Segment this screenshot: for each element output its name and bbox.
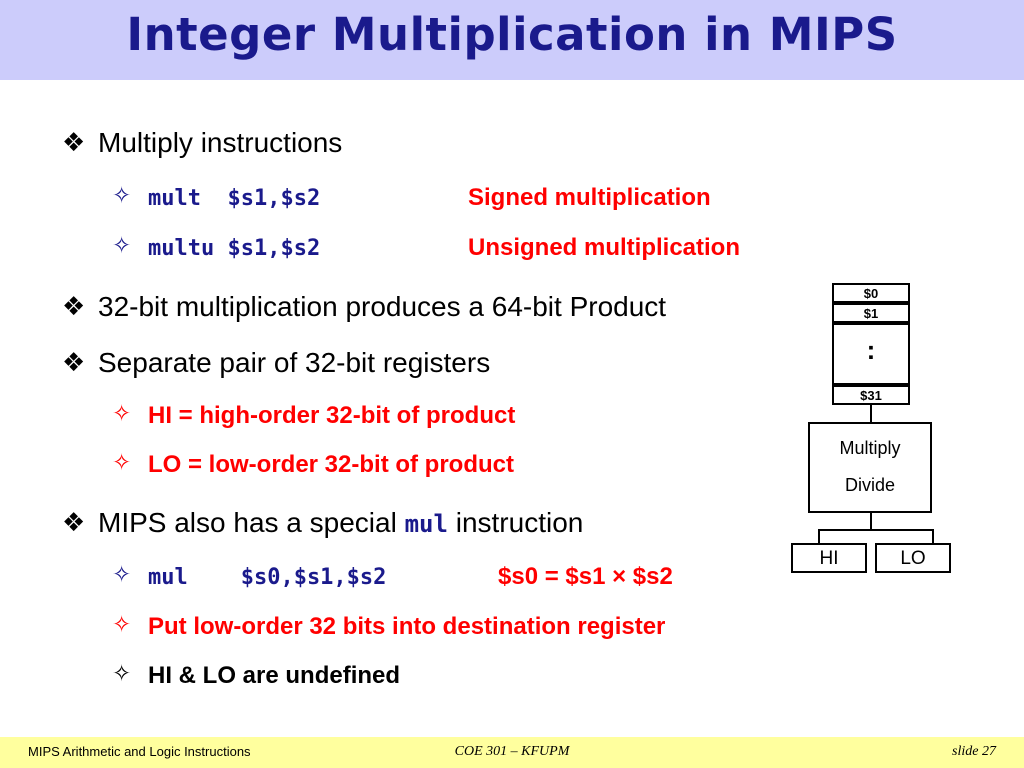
wire-unit-bus (818, 529, 934, 531)
register-cell-r0: $0 (832, 283, 910, 303)
wire-to-hi (818, 529, 820, 543)
diamond-bullet-icon: ❖ (62, 348, 86, 378)
hi-label: HI (819, 548, 839, 569)
open-diamond-bullet-icon: ✧ (112, 233, 132, 259)
register-cell-ellipsis: : (832, 323, 910, 385)
instruction-description: Signed multiplication (468, 184, 711, 211)
bullet-64bit-product: ❖ 32-bit multiplication produces a 64-bi… (62, 290, 822, 324)
list-item-mult: ✧ mult $s1,$s2 Signed multiplication (62, 182, 822, 214)
footer-course: COE 301 – KFUPM (454, 744, 570, 759)
register-label: $31 (860, 388, 882, 403)
bullet-label: Multiply instructions (98, 127, 343, 158)
list-item-mul: ✧ mul $s0,$s1,$s2 $s0 = $s1 × $s2 (62, 561, 822, 593)
open-diamond-bullet-icon: ✧ (112, 612, 132, 638)
list-item-hi-lo-undefined: ✧ HI & LO are undefined (62, 660, 822, 691)
list-item-label: LO = low-order 32-bit of product (148, 451, 514, 478)
list-item-put-low-order: ✧ Put low-order 32 bits into destination… (62, 611, 822, 642)
wire-unit-stem (870, 513, 872, 529)
open-diamond-bullet-icon: ✧ (112, 562, 132, 588)
bullet-label: 32-bit multiplication produces a 64-bit … (98, 291, 667, 322)
bullet-label: Separate pair of 32-bit registers (98, 347, 491, 378)
diamond-bullet-icon: ❖ (62, 508, 86, 538)
slide-body: ❖ Multiply instructions ✧ mult $s1,$s2 Si… (62, 126, 822, 709)
instruction-code: mult $s1,$s2 (148, 186, 321, 211)
bullet-prefix: MIPS also has a special (98, 507, 405, 538)
hi-register-box: HI (791, 543, 867, 573)
list-item-label: HI = high-order 32-bit of product (148, 402, 516, 429)
lo-register-box: LO (875, 543, 951, 573)
bullet-separate-registers: ❖ Separate pair of 32-bit registers (62, 346, 822, 380)
diamond-bullet-icon: ❖ (62, 292, 86, 322)
list-item-lo-register: ✧ LO = low-order 32-bit of product (62, 449, 822, 480)
diamond-bullet-icon: ❖ (62, 128, 86, 158)
slide-footer: MIPS Arithmetic and Logic Instructions C… (0, 737, 1024, 768)
register-multiplier-diagram: $0 $1 : $31 Multiply Divide HI LO (780, 275, 980, 585)
multiply-divide-unit: Multiply Divide (808, 422, 932, 513)
open-diamond-bullet-icon: ✧ (112, 661, 132, 687)
page-title: Integer Multiplication in MIPS (126, 8, 898, 61)
footer-section-title: MIPS Arithmetic and Logic Instructions (28, 744, 251, 759)
bullet-mul-instruction: ❖ MIPS also has a special mul instructio… (62, 506, 822, 541)
wire-to-lo (932, 529, 934, 543)
unit-label-divide: Divide (844, 475, 896, 495)
register-label: $0 (863, 286, 879, 301)
bullet-multiply-instructions: ❖ Multiply instructions (62, 126, 822, 160)
list-item-hi-register: ✧ HI = high-order 32-bit of product (62, 400, 822, 431)
inline-code-mul: mul (404, 510, 448, 538)
register-cell-r31: $31 (832, 385, 910, 405)
unit-label-multiply: Multiply (839, 438, 901, 458)
open-diamond-bullet-icon: ✧ (112, 401, 132, 427)
instruction-description: $s0 = $s1 × $s2 (498, 563, 673, 590)
wire-regfile-to-unit (870, 405, 872, 422)
list-item-label: Put low-order 32 bits into destination r… (148, 613, 666, 640)
list-item-label: HI & LO are undefined (148, 662, 401, 689)
open-diamond-bullet-icon: ✧ (112, 450, 132, 476)
title-banner: Integer Multiplication in MIPS (0, 0, 1024, 80)
open-diamond-bullet-icon: ✧ (112, 183, 132, 209)
bullet-suffix: instruction (447, 507, 584, 538)
instruction-description: Unsigned multiplication (468, 234, 741, 261)
instruction-code: mul $s0,$s1,$s2 (148, 565, 387, 590)
instruction-code: multu $s1,$s2 (148, 236, 321, 261)
footer-slide-number: slide 27 (952, 744, 996, 759)
register-cell-r1: $1 (832, 303, 910, 323)
lo-label: LO (900, 548, 926, 569)
ellipsis-label: : (866, 335, 876, 365)
register-label: $1 (863, 306, 879, 321)
list-item-multu: ✧ multu $s1,$s2 Unsigned multiplication (62, 232, 822, 264)
